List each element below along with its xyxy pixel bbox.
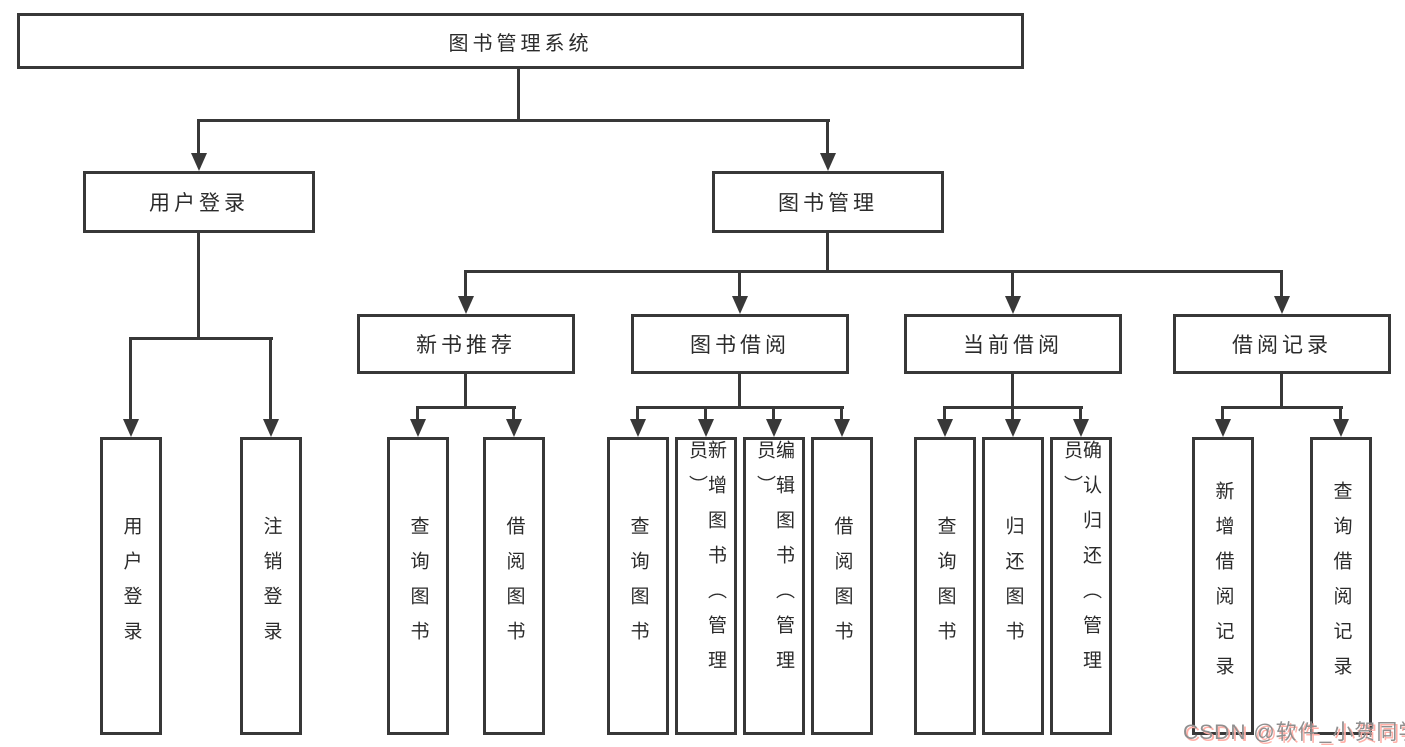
leaf-edit-books-admin: 编辑图书（管理员） [743,437,805,735]
arrowhead-icon [123,419,139,437]
arrowhead-icon [766,419,782,437]
connector-line [416,406,419,421]
node-user-login-label: 用户登录 [149,192,249,215]
leaf-borrow-books-recommend-label: 借阅图书 [503,516,525,656]
connector-line [464,270,467,298]
connector-line [772,406,775,421]
leaf-add-borrow-record-label: 新增借阅记录 [1212,481,1234,691]
arrowhead-icon [937,419,953,437]
leaf-user-login: 用户登录 [100,437,162,735]
connector-line [197,119,830,122]
leaf-borrow-books-recommend: 借阅图书 [483,437,545,735]
connector-line [197,233,200,339]
arrowhead-icon [630,419,646,437]
connector-line [704,406,707,421]
leaf-edit-books-admin-label: 编辑图书（管理员） [754,440,794,685]
leaf-query-borrow-record: 查询借阅记录 [1310,437,1372,735]
leaf-borrow-books-borrowing-label: 借阅图书 [831,516,853,656]
leaf-borrow-books-borrowing: 借阅图书 [811,437,873,735]
leaf-confirm-return-admin-label: 确认归还（管理员） [1061,440,1101,685]
connector-line [464,270,1283,273]
connector-line [840,406,843,421]
node-book-borrowing: 图书借阅 [631,314,849,374]
arrowhead-icon [698,419,714,437]
leaf-add-books-admin-label: 新增图书（管理员） [686,440,726,685]
connector-line [738,374,741,409]
connector-line [1221,406,1343,409]
leaf-query-books-borrowing: 查询图书 [607,437,669,735]
connector-line [738,270,741,298]
leaf-add-borrow-record: 新增借阅记录 [1192,437,1254,735]
leaf-query-borrow-record-label: 查询借阅记录 [1330,481,1352,691]
arrowhead-icon [1333,419,1349,437]
arrowhead-icon [458,296,474,314]
connector-line [269,337,272,421]
arrowhead-icon [1073,419,1089,437]
node-book-management: 图书管理 [712,171,944,233]
node-book-borrowing-label: 图书借阅 [690,334,790,357]
node-current-borrowing: 当前借阅 [904,314,1122,374]
arrowhead-icon [191,153,207,171]
arrowhead-icon [506,419,522,437]
arrowhead-icon [410,419,426,437]
connector-line [129,337,273,340]
connector-line [636,406,844,409]
leaf-return-books: 归还图书 [982,437,1044,735]
connector-line [1280,270,1283,298]
connector-line [826,233,829,272]
arrowhead-icon [820,153,836,171]
node-new-book-recommendation: 新书推荐 [357,314,575,374]
node-current-borrowing-label: 当前借阅 [963,334,1063,357]
arrowhead-icon [1215,419,1231,437]
connector-line [1011,374,1014,409]
connector-line [826,119,829,157]
node-borrowing-records: 借阅记录 [1173,314,1391,374]
arrowhead-icon [1274,296,1290,314]
connector-line [197,119,200,157]
connector-line [416,406,516,409]
arrowhead-icon [732,296,748,314]
leaf-confirm-return-admin: 确认归还（管理员） [1050,437,1112,735]
leaf-query-books-current: 查询图书 [914,437,976,735]
connector-line [512,406,515,421]
node-new-book-recommendation-label: 新书推荐 [416,334,516,357]
connector-line [1339,406,1342,421]
leaf-return-books-label: 归还图书 [1002,516,1024,656]
connector-line [464,374,467,409]
connector-line [1280,374,1283,409]
watermark: CSDN @软件_小贺同学 [1183,721,1405,744]
arrowhead-icon [1005,419,1021,437]
arrowhead-icon [834,419,850,437]
connector-line [517,69,520,122]
node-user-login: 用户登录 [83,171,315,233]
node-root: 图书管理系统 [17,13,1024,69]
leaf-user-login-label: 用户登录 [120,516,142,656]
connector-line [1079,406,1082,421]
leaf-logout: 注销登录 [240,437,302,735]
connector-line [1011,270,1014,298]
connector-line [1221,406,1224,421]
leaf-logout-label: 注销登录 [260,516,282,656]
arrowhead-icon [1005,296,1021,314]
connector-line [943,406,946,421]
connector-line [636,406,639,421]
leaf-query-books-current-label: 查询图书 [934,516,956,656]
arrowhead-icon [263,419,279,437]
leaf-query-books-recommend: 查询图书 [387,437,449,735]
connector-line [129,337,132,421]
leaf-add-books-admin: 新增图书（管理员） [675,437,737,735]
connector-line [1011,406,1014,421]
node-book-management-label: 图书管理 [778,192,878,215]
node-root-label: 图书管理系统 [448,32,593,55]
leaf-query-books-borrowing-label: 查询图书 [627,516,649,656]
leaf-query-books-recommend-label: 查询图书 [407,516,429,656]
node-borrowing-records-label: 借阅记录 [1232,334,1332,357]
